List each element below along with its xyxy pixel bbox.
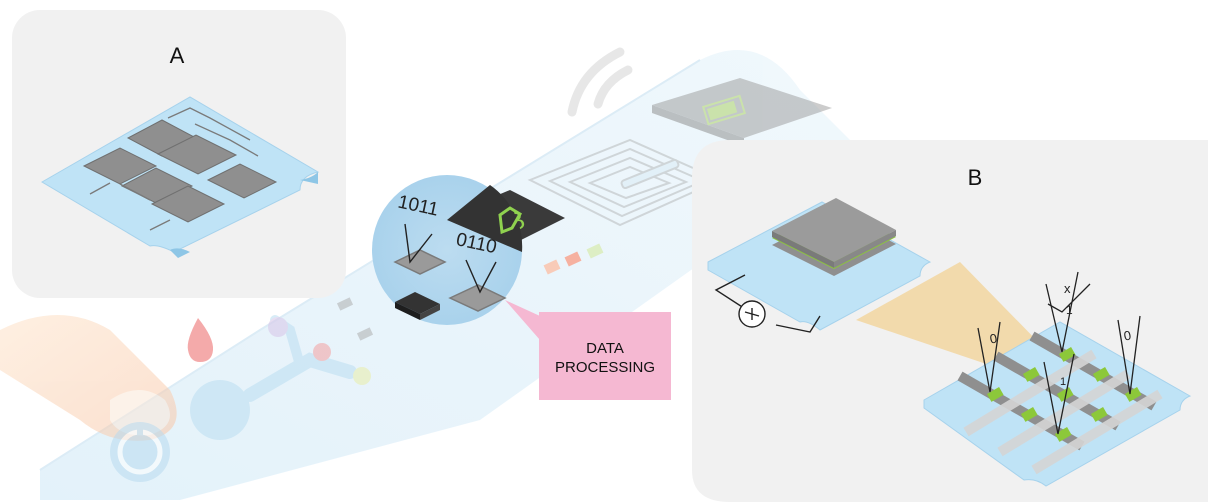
symbol-1-top: 1: [1066, 303, 1073, 317]
chip-icon: [395, 292, 440, 320]
panel-a-electrodes: [82, 119, 278, 223]
grid-column-electrodes: [963, 349, 1163, 475]
callout-line1: DATA: [586, 340, 624, 357]
small-component: [336, 297, 354, 311]
battery-icon: [652, 78, 832, 146]
panel-b-grid-sheet: [923, 321, 1192, 487]
panel-b: B: [692, 140, 1208, 502]
symbol-x: x: [1064, 281, 1071, 296]
blood-drop-icon: [187, 318, 214, 362]
panel-a-label: A: [170, 43, 185, 68]
symbol-0-right: 0: [1122, 328, 1132, 344]
panel-a-electrode-traces: [89, 107, 259, 231]
symbol-1-mid: 1: [1060, 376, 1066, 388]
grid-intersections: [986, 347, 1142, 442]
symbol-0-left: 0: [988, 331, 998, 347]
panel-a-sheet: [41, 96, 320, 253]
panel-a: A: [12, 10, 346, 298]
microfluidic-channels: [190, 315, 371, 440]
probe-lines: [977, 271, 1141, 435]
finger: [0, 315, 177, 441]
display-slice: [447, 185, 523, 252]
small-component: [356, 327, 374, 341]
power-button-icon[interactable]: [110, 422, 170, 482]
wifi-icon: [567, 47, 633, 117]
lens-electrode: [393, 249, 507, 312]
battery-source-icon: [714, 274, 821, 333]
callout-line2: PROCESSING: [555, 359, 655, 376]
sensor-stack: [772, 198, 896, 276]
projection-beam: [856, 262, 1046, 372]
panel-b-label: B: [968, 165, 983, 190]
data-processing-callout: DATA PROCESSING: [505, 300, 671, 400]
